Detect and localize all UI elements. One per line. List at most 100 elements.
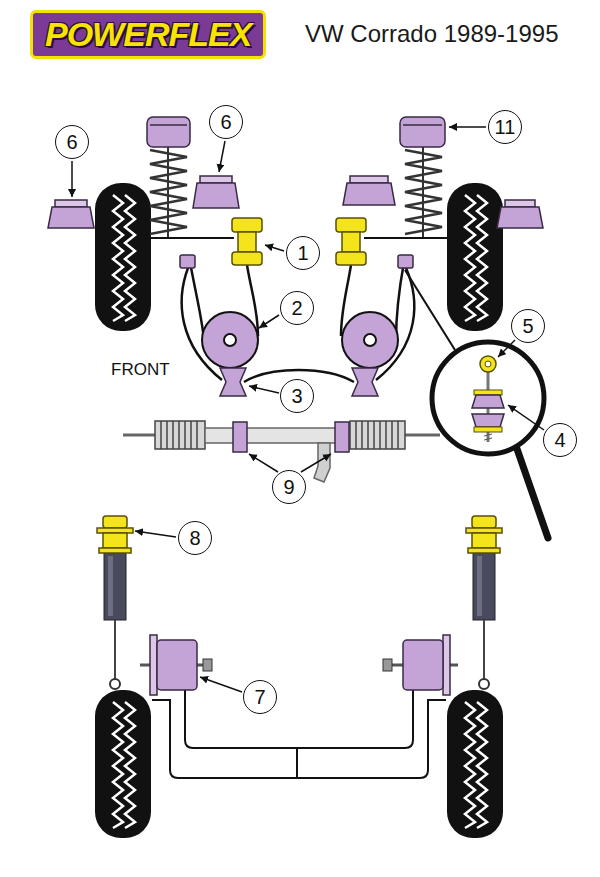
rear-shock [104, 553, 495, 689]
rear-beam [152, 690, 446, 778]
leader-line [449, 126, 486, 128]
leader-line [265, 245, 284, 251]
steering-rack-bush [335, 422, 349, 452]
callout-number: 6 [55, 125, 89, 159]
rear-tire [95, 690, 503, 838]
callout-text: 5 [522, 316, 533, 336]
rear-beam-bush [150, 635, 157, 695]
callout-text: 1 [297, 243, 308, 263]
anti-roll-bar-bush [200, 176, 232, 183]
magnifier [474, 427, 502, 432]
top-mount-bush [150, 124, 187, 126]
callout-number: 6 [209, 105, 243, 139]
anti-roll-bar-bush [350, 176, 388, 183]
magnifier [484, 434, 492, 440]
anti-roll-bar [376, 268, 414, 380]
label-text: FRONT [110, 360, 171, 379]
rear-shock [473, 553, 495, 620]
wishbone [396, 262, 404, 340]
leader-line [301, 454, 331, 472]
anti-roll-bar-mount [352, 368, 378, 396]
wishbone-front-bush [238, 232, 256, 252]
anti-roll-bar-bush [48, 207, 94, 228]
leader-line [508, 405, 544, 430]
rear-shock [483, 620, 485, 679]
callout-number: 5 [511, 309, 545, 343]
strut-spring [405, 150, 442, 234]
shock-top-mount [468, 548, 500, 553]
steering-rack-bush [233, 422, 349, 452]
shock-top-mount [103, 516, 127, 528]
steering-rack [356, 421, 398, 449]
magnifier [472, 414, 504, 427]
chart-title: VW Corrado 1989-1995 [305, 20, 558, 48]
rear-beam-bush [443, 635, 450, 695]
wishbone [190, 262, 204, 340]
shock-top-mount [103, 533, 127, 548]
wishbone-front-bush [232, 218, 262, 232]
magnifier [405, 270, 548, 538]
callout-number: 7 [243, 680, 277, 714]
magnifier [480, 356, 496, 372]
strut-spring [150, 150, 187, 234]
shock-top-mount [472, 533, 496, 548]
callout-number: 8 [178, 521, 212, 555]
callout-text: 2 [291, 298, 302, 318]
leader-line [249, 454, 278, 472]
wishbone-front-bush [232, 252, 262, 265]
anti-roll-bar [182, 268, 415, 382]
top-mount-bush [400, 117, 445, 147]
leader-line [71, 161, 73, 197]
callout-text: 8 [189, 528, 200, 548]
magnifier [516, 446, 548, 538]
leader-line [219, 141, 225, 172]
magnifier [405, 270, 455, 350]
rear-tire [95, 690, 151, 838]
drop-link-bush [398, 255, 413, 268]
rear-shock [479, 679, 489, 689]
anti-roll-bar-bush [193, 183, 239, 208]
top-mount-bush [147, 117, 190, 147]
callout-number: 4 [543, 423, 577, 457]
wishbone-front-bush [342, 232, 360, 252]
anti-roll-bar-bush [343, 183, 395, 205]
anti-roll-bar-mount [220, 368, 246, 396]
shock-top-mount [97, 516, 502, 553]
rear-beam-bush [203, 659, 212, 671]
shock-top-mount [99, 548, 131, 553]
steering-rack [161, 421, 197, 449]
rear-beam-bush [140, 635, 458, 695]
steering-rack-bush [233, 422, 247, 452]
top-mount-bush [147, 117, 445, 147]
strut-spring [150, 147, 442, 238]
leader-line [259, 315, 279, 328]
rear-shock [104, 553, 126, 620]
callout-text: 9 [283, 477, 294, 497]
rear-beam-bush [157, 640, 197, 690]
rear-shock [477, 556, 482, 616]
callout-text: 6 [220, 112, 231, 132]
callout-number: 9 [272, 470, 306, 504]
logo-text: POWERFLEX [45, 16, 251, 53]
rear-tire [447, 690, 503, 838]
steering-rack [350, 421, 405, 449]
subframe-line [150, 237, 234, 239]
rear-beam-bush [403, 640, 443, 690]
subframe-line [364, 237, 447, 239]
anti-roll-bar-bush [505, 200, 535, 207]
rear-shock [114, 620, 116, 679]
rear-beam-bush [383, 659, 392, 671]
wishbone-rear-bush [224, 334, 236, 346]
steering-rack [155, 421, 205, 449]
direction-label: FRONT [110, 360, 171, 380]
title-text: VW Corrado 1989-1995 [305, 20, 558, 47]
steering-rack [205, 428, 350, 443]
leader-line [135, 531, 176, 537]
wishbone-front-bush [336, 218, 366, 232]
brand-logo: POWERFLEX [30, 10, 266, 59]
leader-line [200, 677, 242, 692]
magnifier [472, 395, 504, 408]
anti-roll-bar-bush [55, 200, 87, 207]
magnifier [485, 361, 491, 367]
